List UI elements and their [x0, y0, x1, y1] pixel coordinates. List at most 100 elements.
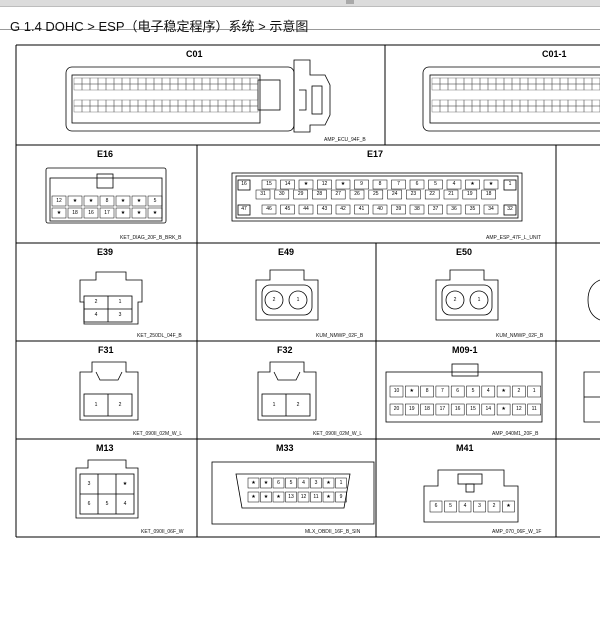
e39-pin: 2 — [94, 299, 98, 305]
m33-part-number: MLX_OBDII_16F_B_SIN — [305, 529, 361, 535]
m09-1-pin: 4 — [486, 388, 490, 394]
e17-pin-right-bottom: 32 — [507, 206, 513, 212]
e50-connector — [435, 269, 499, 321]
f32-part-number: KET_090II_02M_W_L — [313, 431, 363, 437]
e17-pin: 41 — [358, 206, 365, 212]
m09-1-pin: 8 — [425, 388, 429, 394]
m09-1-pin: 11 — [531, 406, 537, 412]
e39-pin: 4 — [94, 312, 98, 318]
e17-pin: ★ — [470, 181, 475, 187]
toolbar-handle[interactable] — [346, 0, 354, 4]
e17-pin: 12 — [321, 181, 328, 187]
m13-pin: 6 — [87, 501, 91, 507]
e17-pin: 39 — [395, 206, 402, 212]
e39-pin: 3 — [118, 312, 122, 318]
m09-1-pin-grid — [389, 385, 541, 416]
e17-pin: 25 — [373, 191, 379, 197]
e17-pin: 46 — [266, 206, 272, 212]
e49-connector — [255, 269, 319, 321]
e17-pin: 23 — [410, 191, 417, 197]
m33-connector — [211, 461, 375, 525]
e17-pin: ★ — [303, 181, 309, 187]
m09-1-pin: 6 — [456, 388, 460, 394]
e16-pin: ★ — [120, 197, 126, 204]
m33-pin: 5 — [289, 479, 293, 486]
e16-label: E16 — [97, 149, 114, 159]
e16-pin: ★ — [120, 209, 126, 216]
e17-pin: 7 — [397, 181, 400, 187]
m41-pin: 3 — [478, 503, 481, 509]
e16-pin: 8 — [105, 197, 109, 204]
e50-pin: 1 — [477, 297, 481, 303]
m09-1-pin: 10 — [393, 388, 400, 394]
e39-connector — [79, 271, 143, 325]
m33-pin: ★ — [326, 493, 331, 500]
m-right-partial — [583, 371, 600, 423]
m09-1-pin: 12 — [516, 406, 522, 412]
m33-pin: ★ — [263, 493, 269, 500]
m13-pin: ★ — [122, 481, 128, 487]
m09-1-part-number: AMP_040M1_20F_B — [492, 431, 539, 437]
e-right-partial — [587, 279, 600, 321]
m09-1-pin: ★ — [409, 388, 415, 394]
m09-1-pin: 14 — [485, 406, 492, 412]
e17-pin: 19 — [467, 191, 473, 197]
m09-1-pin: 19 — [409, 406, 415, 412]
e49-pin: 1 — [296, 297, 300, 303]
m33-pin-grid — [247, 477, 347, 503]
e17-pin: 18 — [485, 191, 492, 197]
m33-pin: ★ — [251, 493, 256, 500]
m41-pin: 5 — [449, 503, 452, 509]
e16-pin: 16 — [88, 209, 94, 216]
f31-label: F31 — [98, 345, 114, 355]
e17-pin: 4 — [452, 181, 456, 187]
e17-pin: 14 — [284, 181, 291, 187]
e17-pin: 43 — [321, 206, 328, 212]
e50-pin: 2 — [453, 297, 457, 303]
e17-pin: 21 — [448, 191, 454, 197]
f31-pin: 1 — [94, 402, 98, 408]
m33-label: M33 — [276, 443, 294, 453]
e17-pin: 15 — [266, 181, 272, 187]
title-bar: G 1.4 DOHC > ESP（电子稳定程序）系统 > 示意图 — [0, 7, 600, 34]
e16-pin: ★ — [72, 197, 78, 204]
m09-1-pin: ★ — [501, 406, 506, 412]
e39-part-number: KET_250DL_04F_B — [137, 333, 182, 339]
e17-pin: 24 — [391, 191, 398, 197]
top-toolbar-strip — [0, 0, 600, 7]
c01-pin-grid — [73, 77, 259, 113]
m13-label: M13 — [96, 443, 114, 453]
e17-pin-left-top: 16 — [241, 181, 247, 187]
m33-pin: 4 — [302, 479, 305, 486]
e17-pin: 44 — [303, 206, 309, 212]
e39-label: E39 — [97, 247, 114, 257]
e17-pin: 38 — [414, 206, 420, 212]
e17-pin: 35 — [469, 206, 476, 212]
m13-part-number: KET_090II_06F_W — [141, 529, 184, 535]
e49-part-number: KUM_NMWP_02F_B — [316, 333, 364, 339]
m09-1-pin: 1 — [532, 388, 536, 394]
e17-pin: 37 — [432, 206, 439, 212]
m33-pin: 13 — [288, 493, 294, 500]
m33-pin: 3 — [314, 479, 318, 486]
e17-pin-grid — [255, 179, 499, 215]
m33-pin: 11 — [313, 493, 319, 500]
m33-pin: 1 — [339, 479, 343, 486]
e17-pin: 40 — [377, 206, 383, 212]
e17-pin: ★ — [488, 181, 494, 187]
e17-pin: 34 — [488, 206, 494, 212]
f31-part-number: KET_090II_02M_W_L — [133, 431, 183, 437]
e16-pin: ★ — [136, 209, 142, 216]
f32-pin: 2 — [296, 402, 300, 408]
e49-pin: 2 — [272, 297, 276, 303]
m33-pin: ★ — [263, 479, 269, 486]
m41-connector — [423, 469, 519, 523]
m41-pin: ★ — [506, 503, 511, 509]
e17-pin: 8 — [378, 181, 382, 187]
m41-pin: 2 — [492, 503, 496, 509]
m13-pin: 3 — [87, 481, 91, 487]
c01-1-label: C01-1 — [542, 49, 567, 59]
m09-1-pin: 16 — [454, 406, 461, 412]
m09-1-label: M09-1 — [452, 345, 478, 355]
